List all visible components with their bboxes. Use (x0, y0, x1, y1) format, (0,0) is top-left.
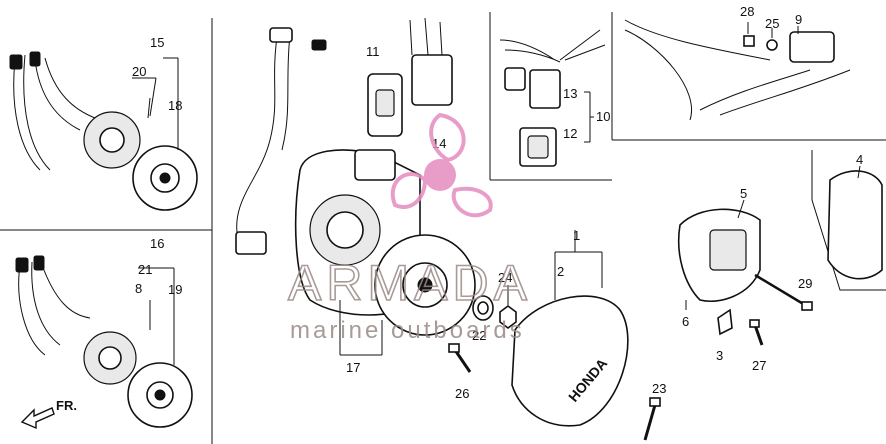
callout-4: 4 (856, 152, 863, 167)
stator-assembly-bottom-left (15, 255, 193, 428)
seal-and-nut (472, 285, 517, 329)
bolt-icon (801, 301, 813, 311)
callout-9: 9 (795, 12, 802, 27)
callout-8: 8 (135, 281, 142, 296)
callout-28: 28 (740, 4, 754, 19)
ignition-harness-middle (499, 29, 606, 167)
callout-21: 21 (138, 262, 152, 277)
callout-5: 5 (740, 186, 747, 201)
connector-icon (15, 257, 29, 273)
connector-icon (269, 27, 293, 43)
callout-23: 23 (652, 381, 666, 396)
callout-22: 22 (472, 328, 486, 343)
callout-2: 2 (557, 264, 564, 279)
connector-icon (235, 231, 267, 255)
bolt-23 (643, 397, 661, 441)
section-dividers (0, 12, 886, 444)
callout-17: 17 (346, 360, 360, 375)
unit-13-icon (529, 69, 561, 109)
callout-6: 6 (682, 314, 689, 329)
callout-26: 26 (455, 386, 469, 401)
callout-18: 18 (168, 98, 182, 113)
guard-icon (827, 170, 883, 280)
bracket-icon (717, 308, 733, 336)
ignition-harness-top-right (624, 19, 851, 121)
callout-15: 15 (150, 35, 164, 50)
ignition-coil-icon (789, 31, 835, 63)
callout-20: 20 (132, 64, 146, 79)
arrow-icon (20, 407, 55, 430)
callout-3: 3 (716, 348, 723, 363)
connector-icon (29, 51, 41, 67)
ignition-units-center (367, 17, 453, 137)
connector-icon (311, 39, 327, 51)
bolt-26 (448, 343, 472, 373)
watermark-tagline: marine outboards (290, 317, 525, 344)
watermark-brand: ARMADA (288, 255, 532, 311)
pulser-coil-icon (354, 149, 396, 181)
main-generator-assembly (235, 27, 476, 356)
callout-19: 19 (168, 282, 182, 297)
stator-assembly-top-left (9, 51, 198, 211)
callout-25: 25 (765, 16, 779, 31)
bolt-icon (448, 343, 460, 353)
nut-icon (499, 305, 517, 329)
cdi-unit-icon (411, 54, 453, 106)
callout-27: 27 (752, 358, 766, 373)
callout-11: 11 (366, 44, 380, 59)
left-crankcase-cover: HONDA (511, 230, 629, 427)
washer-icon (766, 39, 778, 51)
connector-icon (33, 255, 45, 271)
callout-13: 13 (563, 86, 577, 101)
sprocket-cover-parts (677, 165, 883, 346)
bolt-icon (649, 397, 661, 407)
cover-icon (511, 295, 629, 427)
callout-12: 12 (563, 126, 577, 141)
direction-label: FR. (56, 398, 77, 413)
connector-icon (504, 67, 526, 91)
front-direction-arrow: FR. (20, 398, 77, 430)
connector-icon (9, 54, 23, 70)
bolt-icon (749, 319, 760, 328)
callout-1: 1 (573, 228, 580, 243)
watermark: ARMADA marine outboards (287, 112, 532, 344)
bolt-icon (743, 35, 755, 47)
callout-10: 10 (596, 109, 610, 124)
callout-29: 29 (798, 276, 812, 291)
propeller-logo-icon (390, 112, 493, 218)
callout-24: 24 (498, 270, 512, 285)
callout-16: 16 (150, 236, 164, 251)
